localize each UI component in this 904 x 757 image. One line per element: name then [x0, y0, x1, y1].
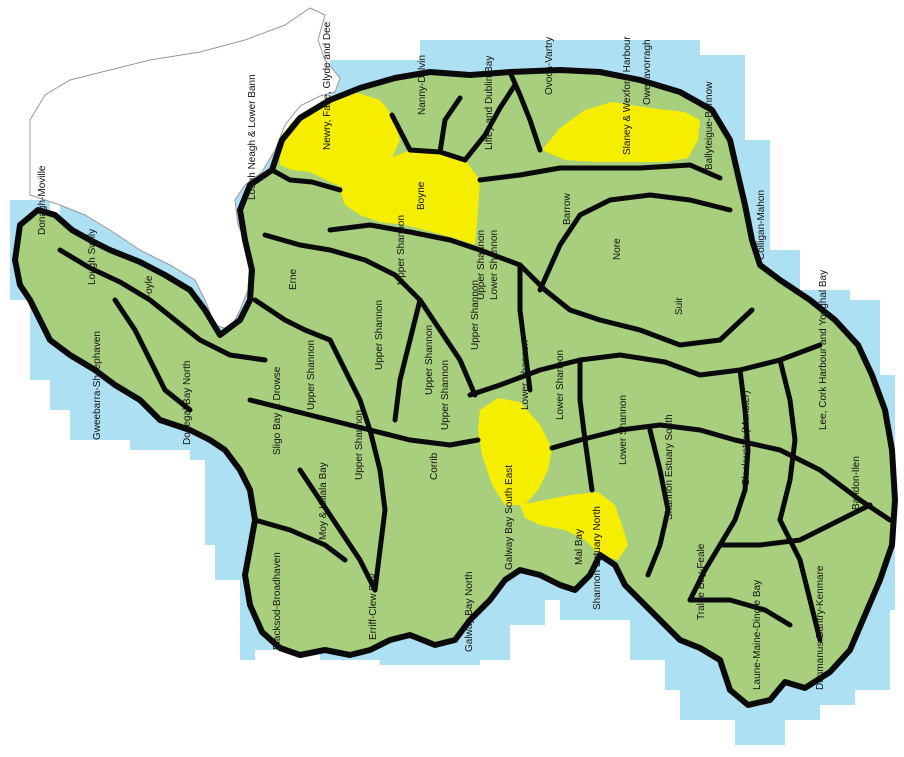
highlighted-catchments [278, 92, 700, 560]
label-lower-shannon-1: Lower Shannon [489, 230, 500, 300]
label-lower-shannon-4: Lower Shannon [618, 395, 629, 465]
label-moy-killala-bay: Moy & Killala Bay [318, 462, 329, 540]
highlight-boyne [340, 150, 480, 245]
label-laune-maine-dingle-bay: Laune-Maine-Dingle Bay [752, 580, 763, 690]
highlight-slaney-owenavorragh [542, 102, 700, 162]
label-mal-bay: Mal Bay [574, 529, 585, 565]
label-sligo-bay-drowse: Sligo Bay & Drowse [272, 366, 283, 455]
label-donagh-moville: Donagh-Moville [37, 165, 48, 235]
highlight-newry-fane-glyde-dee [278, 92, 400, 190]
label-erriff-clew-bay: Erriff-Clew Bay [368, 574, 379, 641]
label-lough-neagh-lower-bann: Lough Neagh & Lower Bann [247, 74, 258, 200]
label-boyne: Boyne [416, 181, 427, 210]
label-barrow: Barrow [562, 193, 573, 225]
label-upper-shannon-5: Upper Shannon [440, 360, 451, 430]
label-upper-shannon-8: Upper Shannon [476, 230, 487, 300]
label-blacksod-broadhaven: Blacksod-Broadhaven [272, 552, 283, 650]
label-lower-shannon-2: Lower Shannon [520, 340, 531, 410]
label-nore: Nore [612, 238, 623, 260]
highlight-mal-bay-shannon-north [520, 492, 628, 560]
label-upper-shannon-4: Upper Shannon [424, 325, 435, 395]
label-erne: Erne [288, 268, 299, 290]
label-gweebarra-sheephaven: Gweebarra-Sheephaven [92, 331, 103, 440]
label-lower-shannon-3: Lower Shannon [555, 350, 566, 420]
label-ovoca-vartry: Ovoca-Vartry [544, 37, 555, 95]
label-upper-shannon-1: Upper Shannon [396, 215, 407, 285]
label-upper-shannon-2: Upper Shannon [374, 300, 385, 370]
label-galway-bay-south-east: Galway Bay South East [504, 465, 515, 570]
label-bandon-ilen: Bandon-Ilen [851, 456, 862, 510]
label-owenavorragh: Owenavorragh [642, 39, 653, 105]
label-shannon-estuary-south: Shannon Estuary South [664, 414, 675, 520]
label-donegal-bay-north: Donegal Bay North [182, 361, 193, 446]
label-upper-shannon-7: Upper Shannon [470, 280, 481, 350]
label-blackwater-munster: Blackwater (Munster) [741, 391, 752, 485]
label-colligan-mahon: Colligan-Mahon [756, 190, 767, 260]
label-upper-shannon-6: Upper Shannon [354, 410, 365, 480]
label-lough-swilly: Lough Swilly [87, 229, 98, 285]
catchment-boundaries [12, 67, 898, 708]
label-tralee-bay-feale: Tralee Bay-Feale [696, 543, 707, 620]
label-galway-bay-north: Galway Bay North [464, 571, 475, 652]
label-ballyteigue-bannow: Ballyteigue-Bannow [704, 81, 715, 170]
label-lee-cork-youghal: Lee, Cork Harbour and Youghal Bay [818, 270, 829, 430]
label-liffey-dublin-bay: Liffey and Dublin Bay [484, 56, 495, 150]
label-corrib: Corrib [429, 452, 440, 480]
label-nanny-delvin: Nanny-Delvin [417, 55, 428, 115]
label-newry-fane-glyde-dee: Newry, Fane, Glyde and Dee [322, 21, 333, 150]
region-labels: Donagh-Moville Lough Swilly Foyle Gweeba… [37, 21, 862, 690]
highlight-galway-bay-south-east [478, 398, 552, 505]
label-suir: Suir [674, 297, 685, 315]
label-shannon-estuary-north: Shannon Estuary North [592, 506, 603, 610]
label-foyle: Foyle [144, 275, 155, 300]
land-area [15, 70, 895, 705]
label-dunmanus-bantry-kenmare: Dunmanus-Bantry-Kenmare [815, 565, 826, 690]
label-slaney-wexford-harbour: Slaney & Wexford Harbour [622, 36, 633, 155]
label-upper-shannon-3: Upper Shannon [306, 340, 317, 410]
